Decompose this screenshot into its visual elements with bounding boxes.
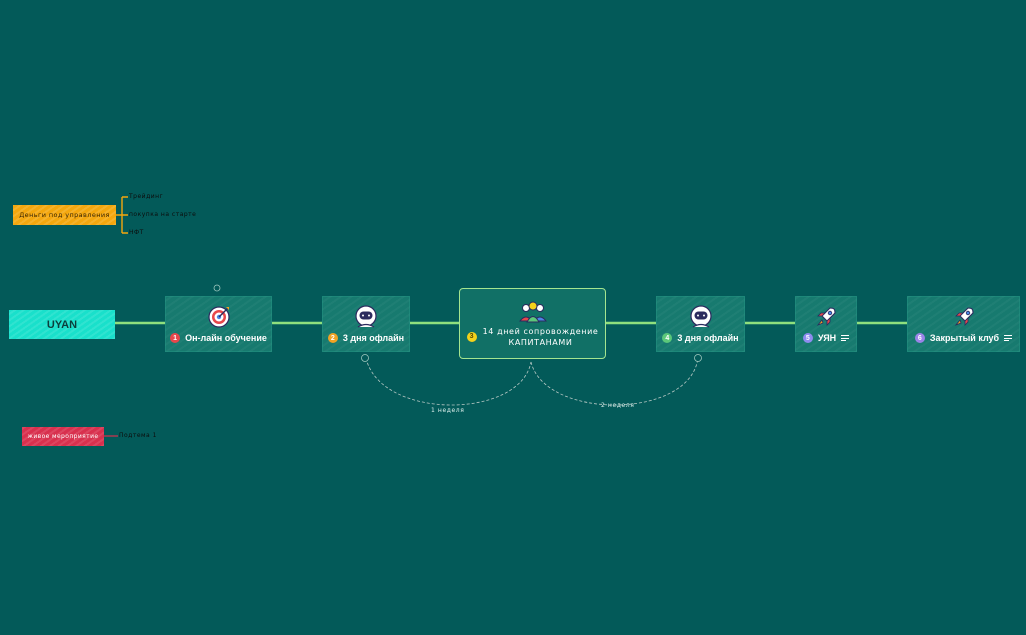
- step-number-badge: 6: [914, 333, 925, 343]
- step-title: 3 дня офлайн: [342, 333, 405, 343]
- rocket-icon: [816, 307, 836, 326]
- live-subtopic[interactable]: Подтема 1: [119, 432, 157, 439]
- astronaut-icon: [355, 305, 377, 328]
- root-label: UYAN: [46, 318, 78, 331]
- step-number-badge: 3: [466, 331, 477, 342]
- marker-dot: [213, 284, 221, 292]
- step-title-line2: КАПИТАНАМИ: [508, 337, 573, 347]
- relationship-curve-1: [365, 357, 532, 406]
- money-subtopic-1[interactable]: Трейдинг: [129, 193, 164, 200]
- rocket-icon: [954, 307, 974, 326]
- money-subtopic-3[interactable]: НФТ: [129, 229, 144, 236]
- notes-icon[interactable]: [1004, 334, 1013, 343]
- step-title: 3 дня офлайн: [677, 333, 739, 343]
- money-bracket: [116, 196, 128, 234]
- step-label-2: 2 3 дня офлайн: [327, 333, 405, 343]
- notes-icon[interactable]: [841, 334, 850, 343]
- step-title: Закрытый клуб: [929, 333, 1000, 343]
- relationship-label-1[interactable]: 1 неделя: [431, 407, 465, 414]
- step-number-badge: 2: [327, 333, 338, 343]
- step-title: УЯН: [817, 333, 837, 343]
- step-label-4: 4 3 дня офлайн: [662, 333, 739, 343]
- step-node-4[interactable]: 4 3 дня офлайн: [656, 296, 745, 352]
- relationship-handle-1[interactable]: [361, 354, 369, 362]
- step-number-badge: 5: [802, 333, 813, 343]
- target-icon: [207, 306, 230, 328]
- live-label: живое мероприятие: [27, 433, 99, 440]
- step-label-1: 1 Он-лайн обучение: [170, 333, 267, 343]
- step-title-line1: 14 дней сопровождение: [482, 326, 599, 336]
- team-icon: [518, 301, 547, 322]
- live-event-topic[interactable]: живое мероприятие: [22, 427, 104, 446]
- step-title: Он-лайн обучение: [185, 333, 267, 343]
- relationship-curve-2: [530, 357, 699, 406]
- money-label: Деньги под управления: [19, 211, 110, 219]
- step-node-1[interactable]: 1 Он-лайн обучение: [165, 296, 272, 352]
- step-label-5: 5 УЯН: [802, 333, 850, 343]
- step-number-badge: 1: [170, 333, 181, 343]
- step-number-badge: 4: [662, 333, 673, 343]
- root-node[interactable]: UYAN: [9, 310, 115, 339]
- relationship-label-2[interactable]: 2 неделя: [601, 402, 635, 409]
- step-node-5[interactable]: 5 УЯН: [795, 296, 857, 352]
- step-node-6[interactable]: 6 Закрытый клуб: [907, 296, 1020, 352]
- relationship-handle-2[interactable]: [694, 354, 702, 362]
- step-label-6: 6 Закрытый клуб: [914, 333, 1013, 343]
- step-node-3[interactable]: 3 14 дней сопровождение КАПИТАНАМИ: [459, 288, 606, 359]
- step-node-2[interactable]: 2 3 дня офлайн: [322, 296, 410, 352]
- money-subtopic-2[interactable]: покупка на старте: [129, 211, 197, 218]
- money-topic[interactable]: Деньги под управления: [13, 205, 116, 225]
- astronaut-icon: [689, 305, 712, 328]
